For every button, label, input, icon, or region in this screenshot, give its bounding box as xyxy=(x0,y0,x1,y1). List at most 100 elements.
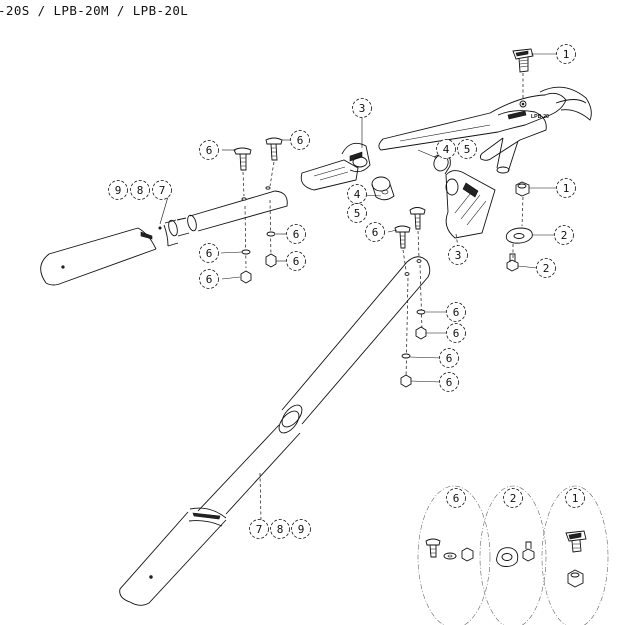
callout-circle xyxy=(556,178,576,198)
callout-c-6g: 6 xyxy=(365,222,385,242)
callout-circle xyxy=(365,222,385,242)
callout-number: 4 xyxy=(443,143,450,156)
callout-number: 2 xyxy=(543,262,550,275)
callout-c-6i: 6 xyxy=(446,323,466,343)
callout-circle xyxy=(436,139,456,159)
blade-brand-label: LPB-20 xyxy=(531,114,549,120)
callout-number: 6 xyxy=(446,376,453,389)
callout-number: 7 xyxy=(256,523,263,536)
callout-c-1a: 1 xyxy=(556,44,576,64)
callout-c-6c: 6 xyxy=(199,243,219,263)
ferrule-upper xyxy=(300,142,395,201)
callout-number: 6 xyxy=(453,306,460,319)
callout-circle xyxy=(554,225,574,245)
hardware-head-parts xyxy=(505,48,534,272)
callout-circle xyxy=(199,269,219,289)
ferrule-right xyxy=(433,152,496,239)
callout-c-d6: 6 xyxy=(446,488,466,508)
callout-circle xyxy=(448,245,468,265)
callout-number: 1 xyxy=(563,182,570,195)
grip-label-upper xyxy=(140,231,153,240)
callout-circle xyxy=(249,519,269,539)
callout-c-6k: 6 xyxy=(439,372,459,392)
callout-c-d2: 2 xyxy=(503,488,523,508)
callout-number: 5 xyxy=(354,207,361,220)
callout-number: 9 xyxy=(298,523,305,536)
callout-circle xyxy=(199,243,219,263)
callout-c-6b: 6 xyxy=(290,130,310,150)
lower-long-handle xyxy=(119,256,431,606)
callout-c-8b: 8 xyxy=(270,519,290,539)
callout-number: 6 xyxy=(293,228,300,241)
callout-c-2b: 2 xyxy=(536,258,556,278)
callout-circle xyxy=(446,302,466,322)
callout-c-5a: 5 xyxy=(457,139,477,159)
callout-number: 6 xyxy=(453,492,460,505)
callout-c-4a: 4 xyxy=(436,139,456,159)
callout-number: 4 xyxy=(354,188,361,201)
callout-number: 6 xyxy=(372,226,379,239)
leader-lines xyxy=(159,53,558,521)
callout-number: 3 xyxy=(359,102,366,115)
callout-number: 6 xyxy=(453,327,460,340)
callout-number: 5 xyxy=(464,143,471,156)
callout-circle xyxy=(347,203,367,223)
callout-number: 1 xyxy=(572,492,579,505)
callout-c-1b: 1 xyxy=(556,178,576,198)
grip-label-lower xyxy=(192,512,221,520)
callout-circle xyxy=(439,372,459,392)
callout-c-6d: 6 xyxy=(199,269,219,289)
callout-circle xyxy=(457,139,477,159)
callout-number: 6 xyxy=(206,273,213,286)
callout-number: 6 xyxy=(206,144,213,157)
callout-number: 6 xyxy=(293,255,300,268)
detail-views xyxy=(417,485,609,625)
callout-c-4b: 4 xyxy=(347,184,367,204)
callout-circle xyxy=(290,130,310,150)
callout-c-6a: 6 xyxy=(199,140,219,160)
callout-circle xyxy=(270,519,290,539)
callout-circle xyxy=(108,180,128,200)
callout-c-6j: 6 xyxy=(439,348,459,368)
callout-circle xyxy=(130,180,150,200)
callout-number: 6 xyxy=(446,352,453,365)
callout-number: 9 xyxy=(115,184,122,197)
callout-circle xyxy=(152,180,172,200)
callout-number: 2 xyxy=(510,492,517,505)
callout-c-8a: 8 xyxy=(130,180,150,200)
hardware-lower-handle xyxy=(394,207,427,388)
callout-circle xyxy=(446,488,466,508)
callout-c-7a: 7 xyxy=(152,180,172,200)
callout-c-3b: 3 xyxy=(448,245,468,265)
callout-number: 2 xyxy=(561,229,568,242)
callout-c-2a: 2 xyxy=(554,225,574,245)
callout-c-6f: 6 xyxy=(286,251,306,271)
callout-number: 6 xyxy=(206,247,213,260)
callout-c-7b: 7 xyxy=(249,519,269,539)
callout-circle xyxy=(286,251,306,271)
callout-c-6e: 6 xyxy=(286,224,306,244)
callout-circle xyxy=(536,258,556,278)
callout-circle xyxy=(439,348,459,368)
callout-number: 8 xyxy=(137,184,144,197)
callout-circle xyxy=(291,519,311,539)
callout-circle xyxy=(446,323,466,343)
callout-c-3a: 3 xyxy=(352,98,372,118)
callout-c-5b: 5 xyxy=(347,203,367,223)
callout-number: 7 xyxy=(159,184,166,197)
callout-circle xyxy=(503,488,523,508)
callout-number: 6 xyxy=(297,134,304,147)
callout-c-6h: 6 xyxy=(446,302,466,322)
callout-circle xyxy=(286,224,306,244)
callout-circle xyxy=(199,140,219,160)
hardware-left-handle xyxy=(233,137,283,284)
drawing-title: -20S / LPB-20M / LPB-20L xyxy=(0,3,189,18)
callout-number: 1 xyxy=(563,48,570,61)
callout-circle xyxy=(352,98,372,118)
callout-circle xyxy=(556,44,576,64)
callout-number: 8 xyxy=(277,523,284,536)
callout-c-9b: 9 xyxy=(291,519,311,539)
callout-circle xyxy=(565,488,585,508)
lopper-head: LPB-20 xyxy=(378,86,592,174)
